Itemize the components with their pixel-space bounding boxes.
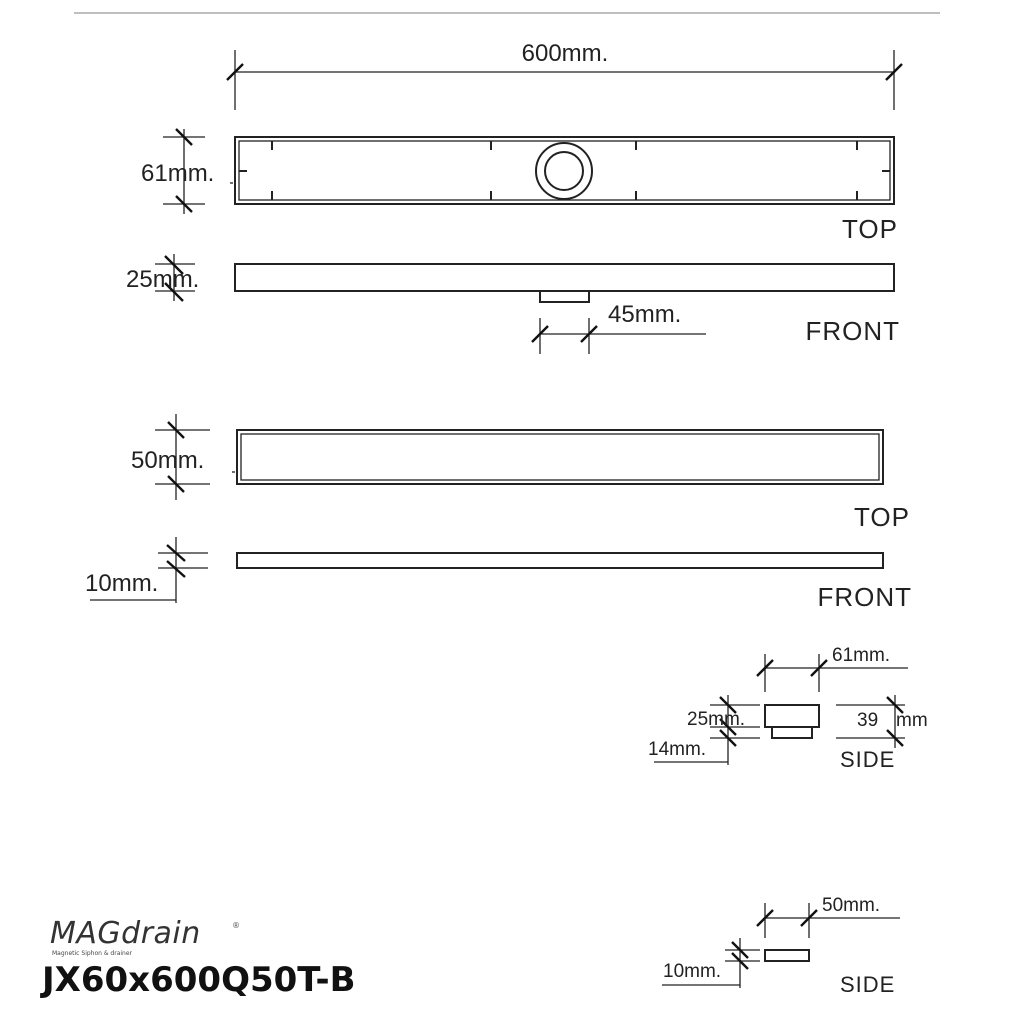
dim-channel-height: 25mm. — [126, 254, 199, 302]
label-channel-height: 25mm. — [126, 266, 199, 293]
label-view-front-cover: FRONT — [817, 582, 912, 612]
dim-cover-thickness: 10mm. — [85, 537, 208, 603]
dim-cover-width: 50mm. — [131, 414, 235, 500]
label-side-cover-thickness: 10mm. — [663, 961, 721, 982]
brand-registered-mark: ® — [232, 921, 240, 930]
channel-top-view — [234, 136, 895, 205]
label-view-side-cover: SIDE — [840, 972, 895, 997]
dim-side-cover-thickness: 10mm. — [662, 938, 760, 988]
label-cover-width: 50mm. — [131, 447, 204, 474]
outlet-outer-ring — [535, 142, 593, 200]
label-side-channel-height: 25mm. — [687, 709, 745, 730]
label-overall-length: 600mm. — [522, 40, 609, 67]
dim-side-cover-width: 50mm. — [756, 895, 900, 938]
channel-front-view — [234, 263, 895, 303]
cover-side-view — [764, 949, 810, 962]
label-view-top-cover: TOP — [854, 502, 910, 532]
label-side-cover-width: 50mm. — [822, 895, 880, 916]
label-outlet-width: 45mm. — [608, 301, 681, 328]
brand-logo: MAGdrain ® Magnetic Siphon & drainer — [50, 916, 240, 957]
label-side-outlet-height: 14mm. — [648, 739, 706, 760]
label-cover-thickness: 10mm. — [85, 570, 158, 597]
channel-side-view — [764, 704, 820, 739]
dim-channel-width: 61mm. — [141, 128, 233, 214]
label-side-channel-width: 61mm. — [832, 645, 890, 666]
label-side-total-value: 39 — [857, 710, 878, 731]
brand-tagline: Magnetic Siphon & drainer — [52, 950, 133, 957]
label-side-total-unit: mm — [896, 710, 928, 731]
outlet-inner-ring — [544, 151, 584, 191]
cover-front-view — [236, 552, 884, 569]
label-view-front-channel: FRONT — [805, 316, 900, 346]
model-number: JX60x600Q50T-B — [40, 960, 356, 1000]
outlet-profile — [539, 290, 590, 303]
brand-logo-text: MAGdrain — [50, 916, 201, 951]
dim-side-total-height: 39 mm — [836, 695, 928, 748]
dim-overall-length: 600mm. — [226, 40, 903, 110]
dim-side-heights: 25mm. 14mm. — [648, 695, 760, 765]
dim-outlet-width: 45mm. — [531, 301, 706, 354]
label-channel-width: 61mm. — [141, 160, 214, 187]
cover-top-view — [236, 429, 884, 485]
label-view-top-channel: TOP — [842, 214, 898, 244]
dim-side-channel-width: 61mm. — [756, 645, 908, 692]
label-view-side-channel: SIDE — [840, 747, 895, 772]
